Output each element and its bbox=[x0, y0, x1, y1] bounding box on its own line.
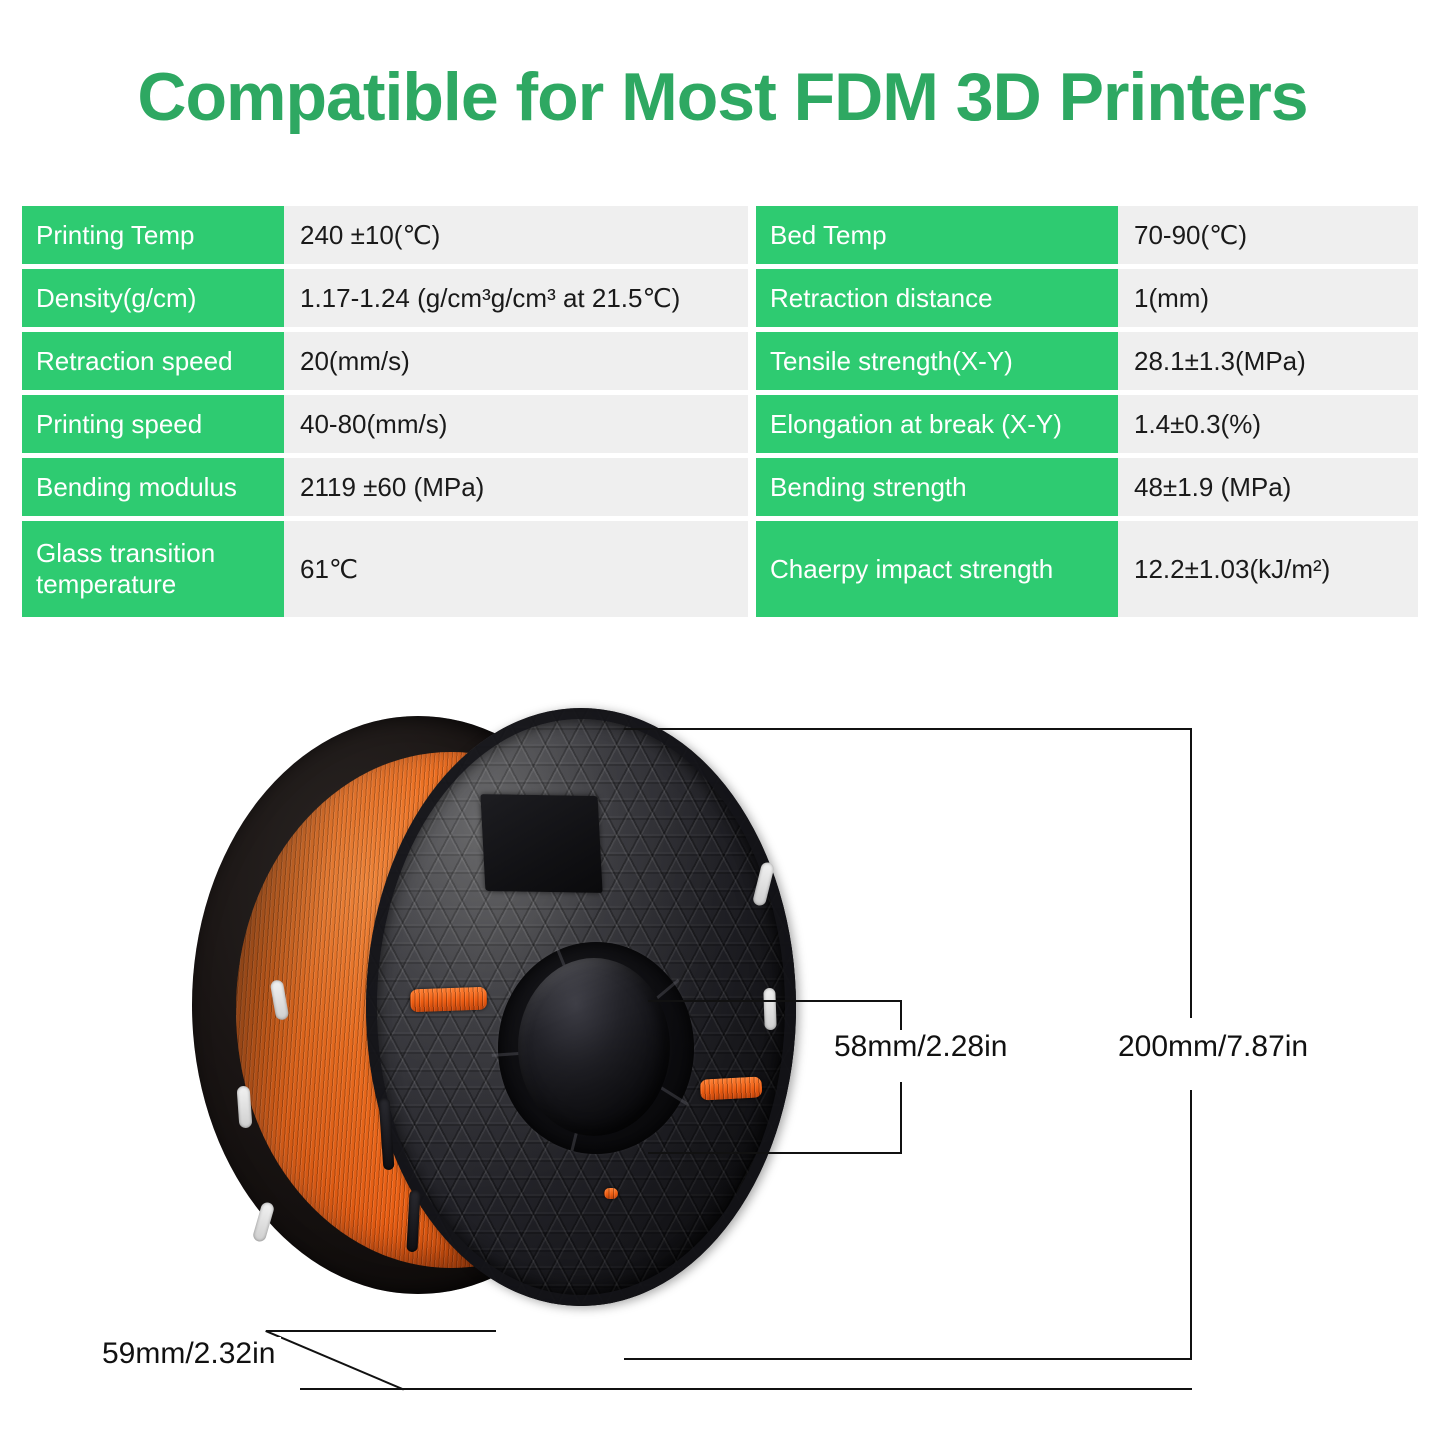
hub-bore-gloss bbox=[518, 958, 670, 1136]
dim-200-top-leader bbox=[624, 728, 1192, 730]
spec-label: Printing speed bbox=[22, 395, 284, 453]
spec-label: Retraction distance bbox=[756, 269, 1118, 327]
spec-value: 2119 ±60 (MPa) bbox=[284, 458, 748, 516]
spec-value: 1.4±0.3(%) bbox=[1118, 395, 1418, 453]
dim-200-bottom-leader bbox=[624, 1358, 1192, 1360]
table-row: Chaerpy impact strength 12.2±1.03(kJ/m²) bbox=[756, 521, 1418, 617]
table-row: Elongation at break (X-Y) 1.4±0.3(%) bbox=[756, 395, 1418, 453]
dim-58-bottom-leader bbox=[648, 1152, 902, 1154]
table-row: Bending strength 48±1.9 (MPa) bbox=[756, 458, 1418, 516]
dim-label-outer-diameter: 200mm/7.87in bbox=[1112, 1030, 1315, 1064]
dim-label-width: 59mm/2.32in bbox=[96, 1337, 282, 1371]
dim-58-top-leader bbox=[648, 1000, 902, 1002]
table-row: Bending modulus 2119 ±60 (MPa) bbox=[22, 458, 748, 516]
table-row: Printing Temp 240 ±10(℃) bbox=[22, 206, 748, 264]
filament-end-slot bbox=[604, 1188, 618, 1199]
spec-table-right: Bed Temp 70-90(℃) Retraction distance 1(… bbox=[756, 206, 1418, 617]
spec-value: 20(mm/s) bbox=[284, 332, 748, 390]
spec-value: 61℃ bbox=[284, 521, 748, 617]
dim-59-lower-leader bbox=[300, 1388, 1192, 1390]
spec-label: Tensile strength(X-Y) bbox=[756, 332, 1118, 390]
spool-label-patch bbox=[480, 794, 603, 893]
spec-label: Retraction speed bbox=[22, 332, 284, 390]
filament-end-slot bbox=[409, 986, 488, 1013]
spec-label: Glass transition temperature bbox=[22, 521, 284, 617]
spec-label: Elongation at break (X-Y) bbox=[756, 395, 1118, 453]
spec-label: Bed Temp bbox=[756, 206, 1118, 264]
dim-58-bracket-upper bbox=[900, 1000, 902, 1030]
dim-200-bracket-upper bbox=[1190, 728, 1192, 1018]
spec-table-left: Printing Temp 240 ±10(℃) Density(g/cm) 1… bbox=[22, 206, 748, 617]
spec-label: Chaerpy impact strength bbox=[756, 521, 1118, 617]
product-photo bbox=[0, 690, 1445, 1390]
table-row: Glass transition temperature 61℃ bbox=[22, 521, 748, 617]
spec-label: Printing Temp bbox=[22, 206, 284, 264]
table-row: Printing speed 40-80(mm/s) bbox=[22, 395, 748, 453]
spec-value: 40-80(mm/s) bbox=[284, 395, 748, 453]
table-row: Retraction distance 1(mm) bbox=[756, 269, 1418, 327]
spec-value: 1(mm) bbox=[1118, 269, 1418, 327]
dim-200-bracket-lower bbox=[1190, 1090, 1192, 1360]
spec-label: Bending modulus bbox=[22, 458, 284, 516]
flange-rim bbox=[366, 708, 796, 1306]
spec-value: 240 ±10(℃) bbox=[284, 206, 748, 264]
table-row: Bed Temp 70-90(℃) bbox=[756, 206, 1418, 264]
table-row: Retraction speed 20(mm/s) bbox=[22, 332, 748, 390]
dim-58-bracket-lower bbox=[900, 1082, 902, 1154]
spec-value: 28.1±1.3(MPa) bbox=[1118, 332, 1418, 390]
filament-end-slot bbox=[699, 1076, 763, 1101]
spec-value: 48±1.9 (MPa) bbox=[1118, 458, 1418, 516]
dim-59-upper-leader bbox=[266, 1330, 496, 1332]
spec-label: Bending strength bbox=[756, 458, 1118, 516]
spec-value: 1.17-1.24 (g/cm³g/cm³ at 21.5℃) bbox=[284, 269, 748, 327]
page-title: Compatible for Most FDM 3D Printers bbox=[137, 59, 1308, 135]
flange-vent-slot bbox=[763, 987, 777, 1031]
dim-label-hub-diameter: 58mm/2.28in bbox=[828, 1030, 1014, 1064]
table-row: Density(g/cm) 1.17-1.24 (g/cm³g/cm³ at 2… bbox=[22, 269, 748, 327]
spec-label: Density(g/cm) bbox=[22, 269, 284, 327]
spec-value: 12.2±1.03(kJ/m²) bbox=[1118, 521, 1418, 617]
table-row: Tensile strength(X-Y) 28.1±1.3(MPa) bbox=[756, 332, 1418, 390]
spec-value: 70-90(℃) bbox=[1118, 206, 1418, 264]
